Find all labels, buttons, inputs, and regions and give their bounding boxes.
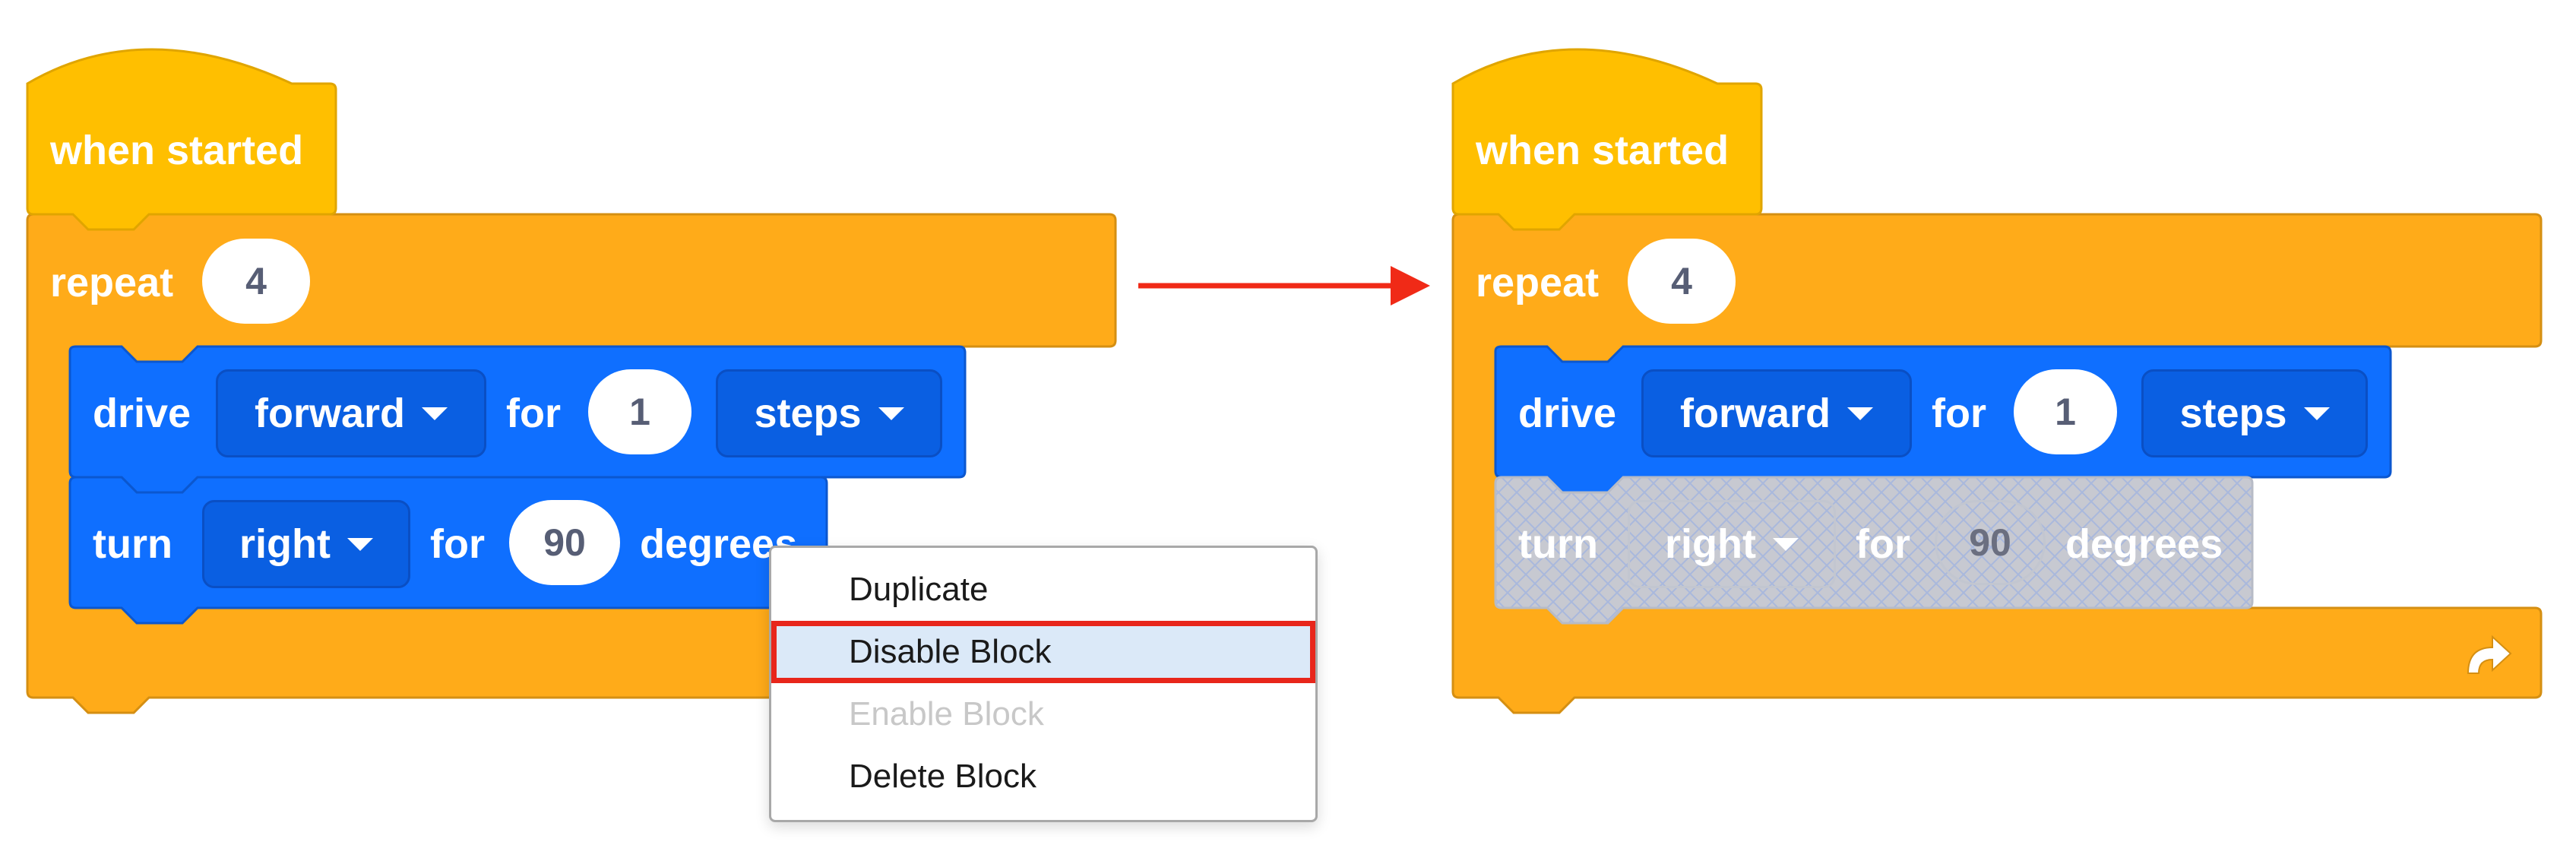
drive-unit-value: steps	[2179, 391, 2287, 436]
drive-direction-value: forward	[1679, 391, 1831, 436]
loop-arrow-icon	[2467, 635, 2512, 674]
turn-direction-value: right	[1665, 521, 1756, 567]
menu-item-enable-block: Enable Block	[849, 695, 1044, 733]
drive-for-label: for	[506, 391, 561, 436]
turn-amount-input[interactable]: 90	[509, 500, 620, 585]
hat-label: when started	[50, 128, 304, 173]
chevron-down-icon	[2303, 407, 2330, 420]
drive-unit-dropdown[interactable]: steps	[2141, 369, 2368, 457]
chevron-down-icon	[1847, 407, 1874, 420]
when-started-block[interactable]	[1451, 48, 1763, 231]
turn-for-label: for	[1856, 521, 1910, 567]
turn-for-label: for	[430, 521, 485, 567]
repeat-label: repeat	[1476, 260, 1600, 305]
drive-amount-input[interactable]: 1	[2014, 369, 2117, 454]
turn-unit-label: degrees	[2065, 521, 2223, 567]
repeat-label: repeat	[50, 260, 174, 305]
menu-item-disable-block[interactable]: Disable Block	[771, 621, 1315, 683]
menu-item-delete-block[interactable]: Delete Block	[849, 758, 1037, 795]
repeat-count-input[interactable]: 4	[202, 239, 310, 324]
hat-label: when started	[1476, 128, 1729, 173]
drive-direction-dropdown[interactable]: forward	[1641, 369, 1912, 457]
chevron-down-icon	[1772, 537, 1799, 551]
right-arrow-icon	[1138, 266, 1430, 305]
context-menu: Duplicate Disable Block Enable Block Del…	[769, 546, 1318, 822]
when-started-block[interactable]	[26, 48, 337, 231]
turn-label: turn	[1518, 521, 1598, 567]
chevron-down-icon	[878, 407, 904, 420]
turn-direction-value: right	[239, 521, 331, 567]
turn-direction-dropdown[interactable]: right	[202, 500, 410, 588]
turn-direction-dropdown[interactable]: right	[1628, 500, 1836, 588]
drive-unit-value: steps	[754, 391, 862, 436]
drive-direction-dropdown[interactable]: forward	[216, 369, 486, 457]
turn-amount-input[interactable]: 90	[1935, 500, 2046, 585]
drive-for-label: for	[1932, 391, 1986, 436]
drive-unit-dropdown[interactable]: steps	[716, 369, 942, 457]
chevron-down-icon	[422, 407, 448, 420]
chevron-down-icon	[347, 537, 373, 551]
turn-label: turn	[93, 521, 172, 567]
drive-label: drive	[1518, 391, 1617, 436]
menu-item-duplicate[interactable]: Duplicate	[849, 571, 989, 608]
drive-direction-value: forward	[254, 391, 406, 436]
repeat-count-input[interactable]: 4	[1628, 239, 1736, 324]
drive-amount-input[interactable]: 1	[588, 369, 691, 454]
drive-label: drive	[93, 391, 191, 436]
